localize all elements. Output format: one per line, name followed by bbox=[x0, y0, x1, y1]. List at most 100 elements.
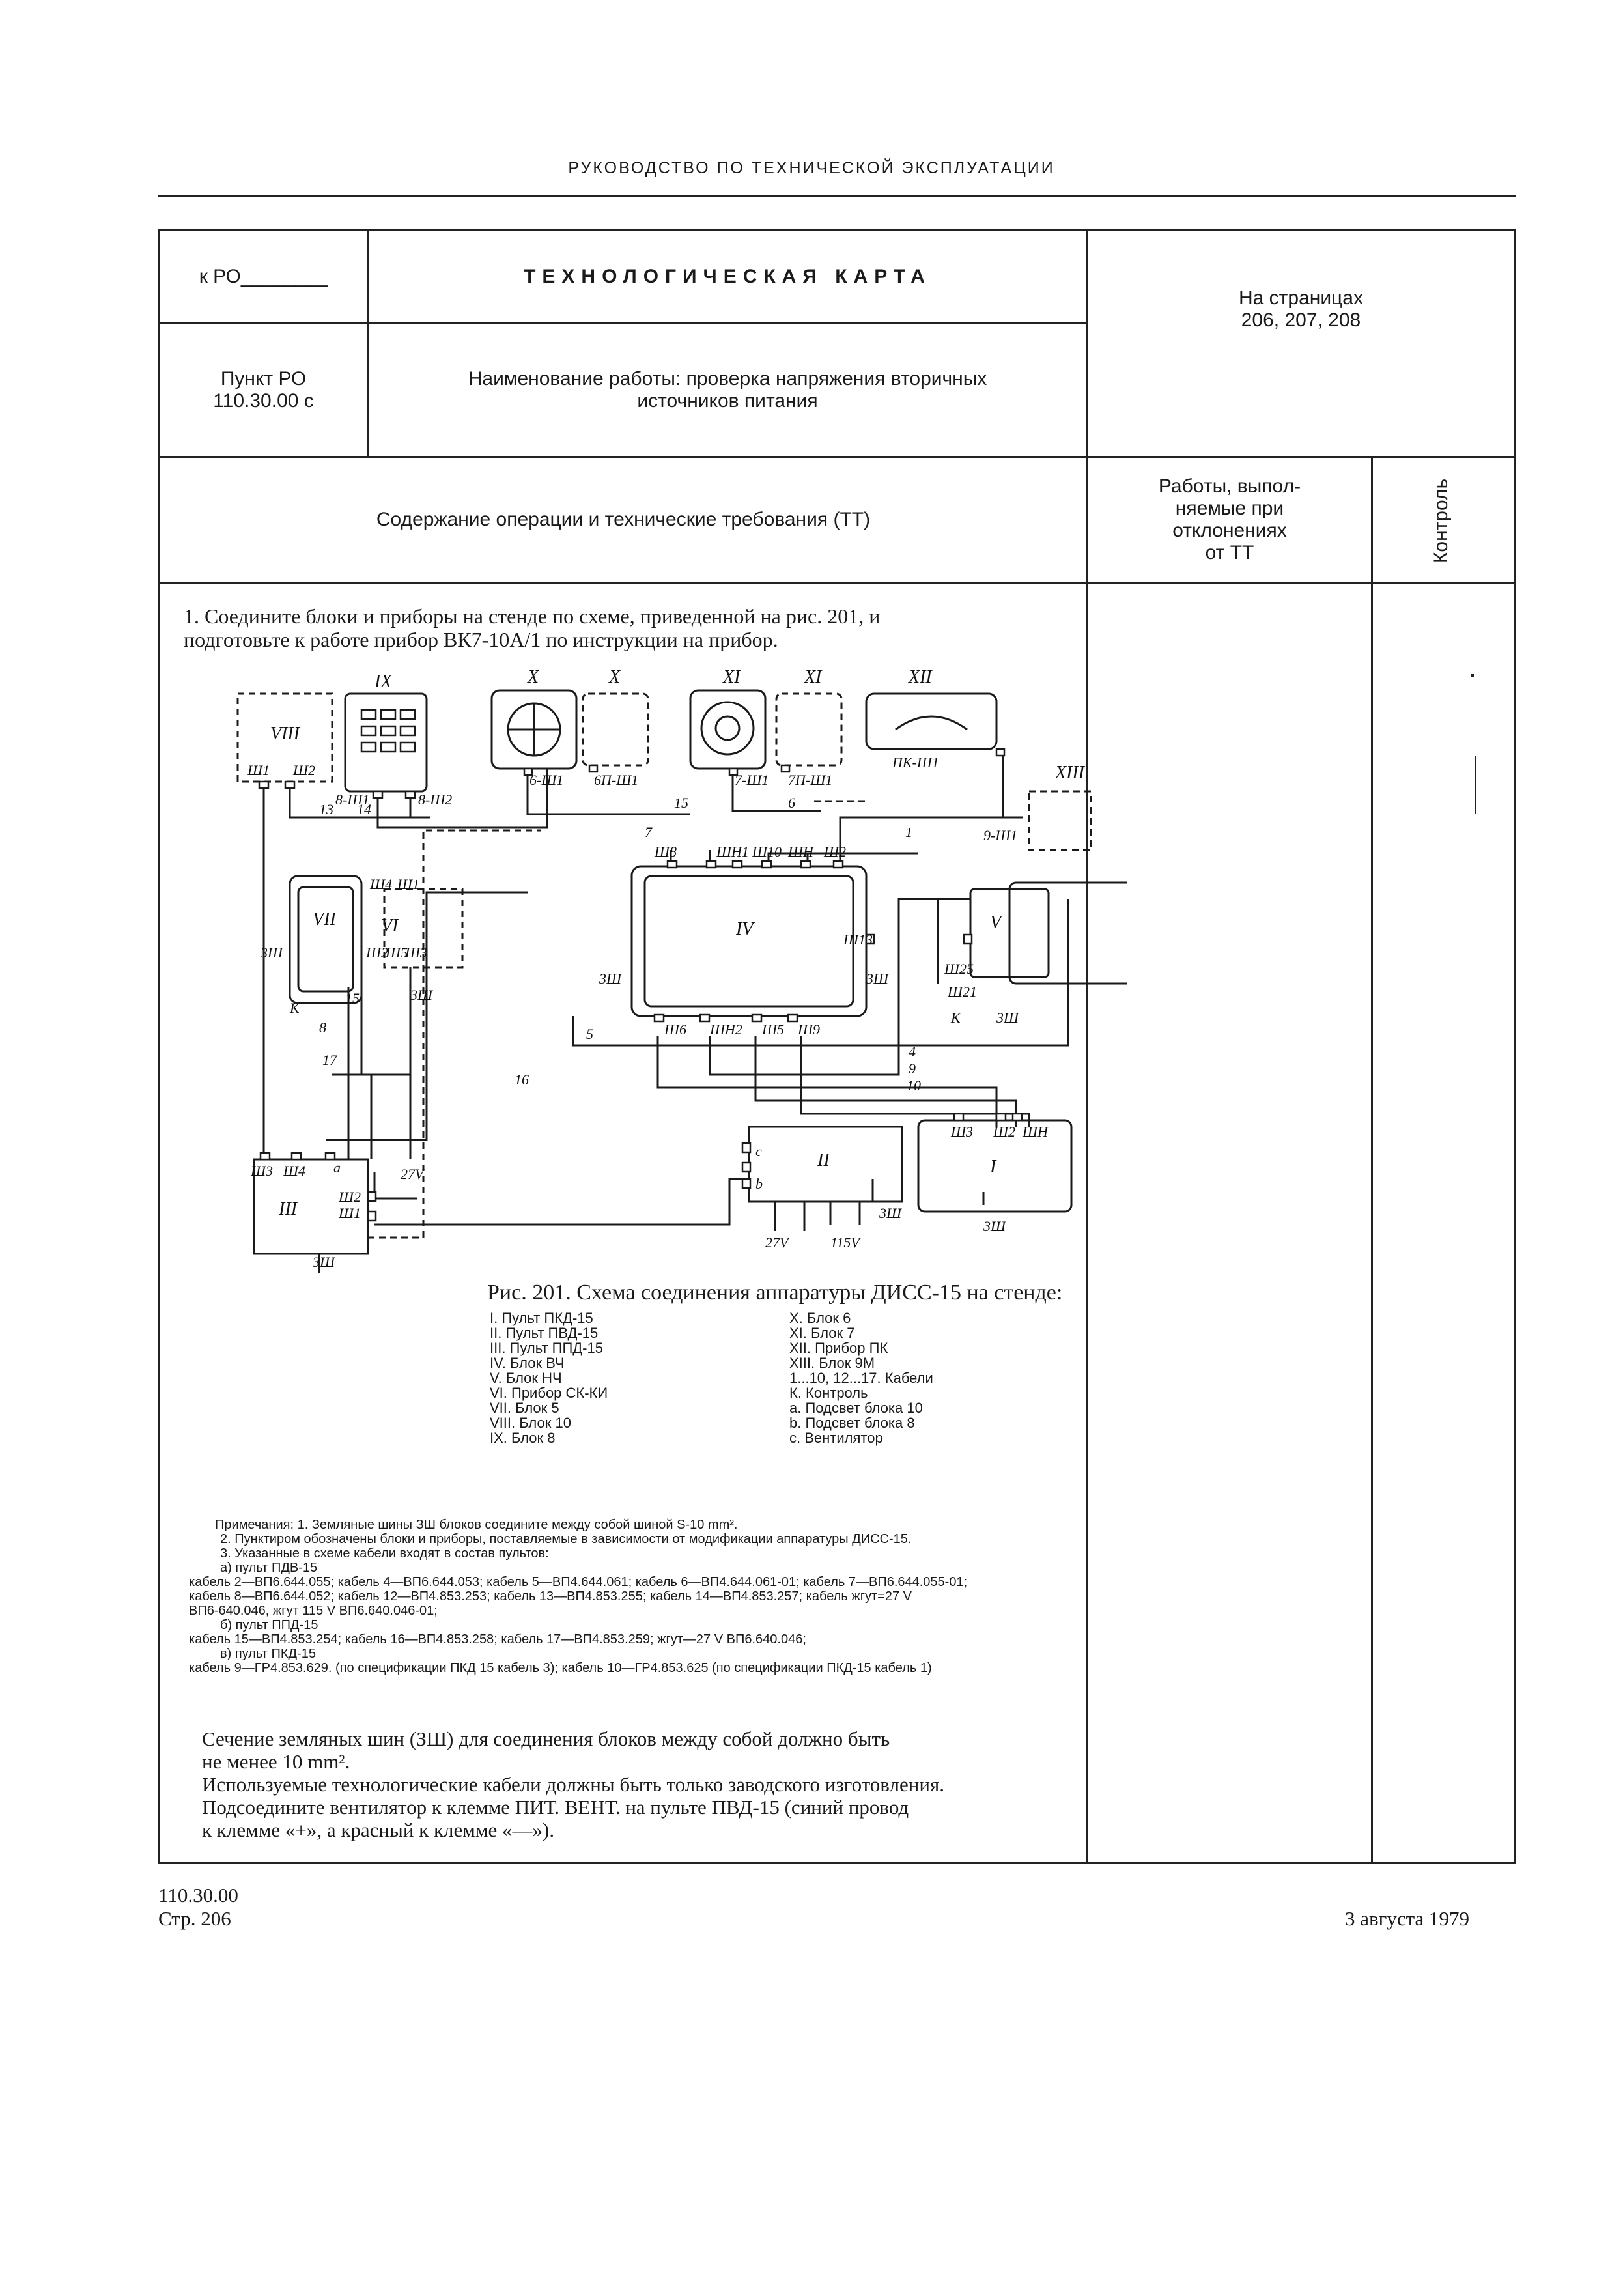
block-v bbox=[1008, 881, 1127, 985]
label-sh3-iii: Ш3 bbox=[250, 1163, 273, 1179]
grid-line bbox=[367, 229, 369, 457]
note-line: б) пульт ППД-15 bbox=[220, 1618, 318, 1632]
legend-left: I. Пульт ПКД-15 II. Пульт ПВД-15 III. Пу… bbox=[490, 1311, 750, 1445]
label-block-v: V bbox=[990, 913, 1003, 933]
control-mark bbox=[1471, 674, 1474, 677]
note-line: кабель 8—ВП6.644.052; кабель 12—ВП4.853.… bbox=[189, 1589, 912, 1604]
legend-item: I. Пульт ПКД-15 bbox=[490, 1310, 593, 1326]
label-sh1-vi: Ш1 bbox=[397, 876, 419, 892]
label-sh10: Ш10 bbox=[752, 843, 782, 860]
label-k-vii: К bbox=[289, 1000, 300, 1016]
requirement-line: не менее 10 mm². bbox=[202, 1750, 350, 1773]
legend-item: XII. Прибор ПК bbox=[789, 1340, 888, 1356]
pages-value: 206, 207, 208 bbox=[1241, 309, 1361, 331]
step-1-line1: 1. Соедините блоки и приборы на стенде п… bbox=[184, 604, 881, 628]
block-vii bbox=[289, 875, 363, 1004]
work-name-line2: источников питания bbox=[637, 390, 818, 412]
block-xi bbox=[689, 689, 767, 770]
footer-page: Стр. 206 bbox=[158, 1907, 231, 1930]
legend-item: IX. Блок 8 bbox=[490, 1430, 556, 1446]
legend-item: V. Блок НЧ bbox=[490, 1370, 562, 1386]
label-sh6: Ш6 bbox=[664, 1021, 686, 1038]
cable-15-vii: 15 bbox=[345, 990, 360, 1006]
label-block-i: I bbox=[989, 1157, 997, 1177]
label-sh3-vi: Ш3 bbox=[404, 944, 427, 961]
label-sh2-vi: Ш2 bbox=[365, 944, 388, 961]
work-name-cell: Наименование работы: проверка напряжения… bbox=[369, 324, 1086, 456]
label-3sh-vii: 3Ш bbox=[260, 944, 283, 961]
requirement-line: Подсоедините вентилятор к клемме ПИТ. ВЕ… bbox=[202, 1796, 909, 1819]
cable-6: 6 bbox=[788, 795, 795, 811]
deviation-header-line: Работы, выпол- bbox=[1158, 475, 1301, 497]
legend-right: X. Блок 6 XI. Блок 7 XII. Прибор ПК XIII… bbox=[789, 1311, 1050, 1445]
label-sh13: Ш13 bbox=[843, 931, 873, 948]
cable-17: 17 bbox=[322, 1052, 337, 1068]
legend-item: с. Вентилятор bbox=[789, 1430, 883, 1446]
legend-item: VII. Блок 5 bbox=[490, 1400, 559, 1416]
legend-item: К. Контроль bbox=[789, 1385, 868, 1401]
label-3sh-vi: 3Ш bbox=[410, 987, 433, 1003]
label-3sh-iv-right: 3Ш bbox=[866, 971, 889, 987]
label-3sh-i: 3Ш bbox=[983, 1218, 1006, 1234]
block-xii bbox=[865, 692, 998, 750]
label-shn2: ШН2 bbox=[709, 1021, 742, 1038]
label-7psh1: 7П-Ш1 bbox=[788, 772, 832, 788]
note-line: ВП6-640.046, жгут 115 V ВП6.640.046-01; bbox=[189, 1604, 438, 1618]
cable-15: 15 bbox=[674, 795, 688, 811]
cable-7: 7 bbox=[645, 824, 653, 840]
label-shn1: ШН1 bbox=[716, 843, 749, 860]
label-sh2-iv: Ш2 bbox=[823, 843, 846, 860]
note-line: 2. Пунктиром обозначены блоки и приборы,… bbox=[220, 1532, 912, 1546]
label-115v: 115V bbox=[830, 1234, 861, 1251]
block-iv bbox=[630, 865, 868, 1017]
cable-4: 4 bbox=[909, 1043, 916, 1060]
legend-item: II. Пульт ПВД-15 bbox=[490, 1325, 599, 1341]
label-7sh1: 7-Ш1 bbox=[735, 772, 769, 788]
label-k-v: К bbox=[950, 1010, 961, 1026]
grid-line bbox=[158, 456, 1516, 458]
note-line: кабель 9—ГР4.853.629. (по спецификации П… bbox=[189, 1661, 932, 1675]
requirement-line: Используемые технологические кабели долж… bbox=[202, 1773, 944, 1796]
label-block-iv: IV bbox=[735, 919, 755, 939]
legend-item: VIII. Блок 10 bbox=[490, 1415, 571, 1431]
cable-9: 9 bbox=[909, 1060, 916, 1077]
cable-13: 13 bbox=[319, 801, 333, 817]
legend-item: а. Подсвет блока 10 bbox=[789, 1400, 923, 1416]
step-1-line2: подготовьте к работе прибор ВК7-10А/1 по… bbox=[184, 628, 778, 651]
grid-line bbox=[158, 582, 1516, 584]
label-sh2-i: Ш2 bbox=[993, 1124, 1015, 1140]
grid-line bbox=[158, 322, 1088, 324]
label-block-ix: IX bbox=[374, 672, 392, 692]
label-3sh-v: 3Ш bbox=[996, 1010, 1019, 1026]
note-line: кабель 15—ВП4.853.254; кабель 16—ВП4.853… bbox=[189, 1632, 806, 1647]
pages-cell: На страницах 206, 207, 208 bbox=[1088, 274, 1514, 345]
label-sh5-vi: Ш5 bbox=[385, 944, 408, 961]
cable-5: 5 bbox=[586, 1026, 593, 1042]
label-9sh1: 9-Ш1 bbox=[983, 827, 1017, 843]
label-block-iii: III bbox=[278, 1199, 298, 1219]
label-sh4-iii: Ш4 bbox=[283, 1163, 305, 1179]
label-sh25: Ш25 bbox=[944, 961, 974, 977]
label-block-ii: II bbox=[817, 1150, 830, 1170]
point-label: Пункт РО bbox=[220, 368, 307, 390]
ro-reference: к РО________ bbox=[199, 266, 328, 287]
label-a: а bbox=[333, 1159, 341, 1176]
cable-1: 1 bbox=[905, 824, 912, 840]
requirements-block: Сечение земляных шин (ЗШ) для соединения… bbox=[202, 1727, 1081, 1841]
requirement-line: Сечение земляных шин (ЗШ) для соединения… bbox=[202, 1727, 890, 1750]
label-sh1: Ш1 bbox=[247, 762, 270, 778]
label-6psh1: 6П-Ш1 bbox=[594, 772, 638, 788]
requirement-line: к клемме «+», а красный к клемме «—»). bbox=[202, 1819, 555, 1841]
label-block-vii: VII bbox=[313, 909, 337, 929]
label-pksh1: ПК-Ш1 bbox=[892, 754, 939, 771]
label-block-x-option: X bbox=[608, 667, 621, 687]
control-mark bbox=[1475, 756, 1476, 814]
block-i bbox=[917, 1119, 1073, 1213]
card-title: ТЕХНОЛОГИЧЕСКАЯ КАРТА bbox=[524, 266, 931, 287]
legend-item: XIII. Блок 9М bbox=[789, 1355, 875, 1371]
deviation-header-line: от ТТ bbox=[1205, 542, 1254, 563]
label-sh5: Ш5 bbox=[761, 1021, 784, 1038]
cable-10: 10 bbox=[907, 1077, 921, 1094]
work-name-line1: Наименование работы: проверка напряжения… bbox=[468, 368, 987, 390]
label-sh2-iii: Ш2 bbox=[338, 1189, 361, 1205]
